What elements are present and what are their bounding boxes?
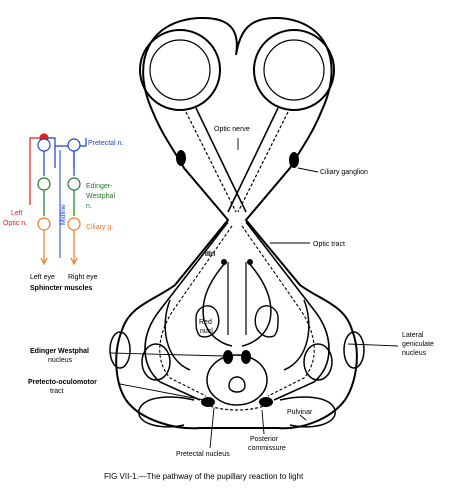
pretectal-nucleus-label: Pretectal nucleus <box>176 451 230 458</box>
inset-edinger-label-3: n. <box>86 203 92 210</box>
inset-sphincter-label: Sphincter muscles <box>30 285 92 292</box>
inset-left-optic-label-2: Optic n. <box>3 220 27 227</box>
pretectal-connection-line <box>48 137 87 168</box>
anatomy-drawing <box>109 16 365 430</box>
right-arrow <box>70 257 78 266</box>
aqueduct <box>228 376 246 393</box>
lgn-left <box>141 343 171 381</box>
third-nerve-left <box>202 261 233 347</box>
pretecto-tract-label-1: Pretecto-oculomotor <box>28 379 97 386</box>
inset-left-optic-label-1: Left <box>11 210 23 217</box>
inset-edinger-label-2: Westphal <box>86 193 115 200</box>
left-optic-tract <box>144 221 229 401</box>
posterior-commissure-label-2: commissure <box>248 445 286 452</box>
pretectal-node-left <box>37 138 51 152</box>
peduncle-left <box>164 299 191 371</box>
ciliary-ganglion-label: Ciliary ganglion <box>320 169 368 176</box>
red-nucleus-right <box>254 305 279 338</box>
eye-outline <box>115 16 358 430</box>
ew-nucleus-label-2: nucleus <box>48 357 73 364</box>
inset-pretectal-label: Pretectal n. <box>88 140 123 147</box>
pretectal-nucleus-left <box>201 397 215 407</box>
ciliary-ganglion-right <box>289 152 299 168</box>
lgn-right <box>303 343 333 381</box>
left-optic-nerve <box>195 107 247 213</box>
ew-node-left <box>37 177 51 191</box>
right-eye-inner <box>263 39 325 101</box>
third-nerve-label: IIIn <box>205 251 215 258</box>
nuclei-dots <box>176 150 299 407</box>
lateral-geniculate-label-1: Lateral <box>402 332 424 339</box>
inset-schematic <box>29 133 87 266</box>
pretectal-node-right <box>67 138 81 152</box>
ciliary-node-left <box>37 217 51 231</box>
peduncle-right <box>283 299 310 371</box>
red-nucleus-label-1: Red <box>199 319 212 326</box>
left-arrow <box>40 257 48 266</box>
pulvinar-label: Pulvinar <box>287 409 313 416</box>
leader-lines <box>109 138 399 449</box>
lateral-geniculate-label-3: nucleus <box>402 350 427 357</box>
tectum <box>206 354 268 406</box>
inset-right-eye-label: Right eye <box>68 274 98 281</box>
right-optic-nerve <box>227 107 279 213</box>
pretecto-tract-label-2: tract <box>50 388 64 395</box>
posterior-commissure <box>205 403 269 411</box>
inset-edinger-label-1: Edinger- <box>86 183 113 190</box>
posterior-commissure-label-1: Posterior <box>250 436 279 443</box>
ciliary-node-right <box>67 217 81 231</box>
right-eye-globe <box>253 29 335 111</box>
left-eye-inner <box>149 39 211 101</box>
pulvinar-right <box>279 396 336 428</box>
ew-nucleus-left <box>223 350 233 364</box>
right-optic-tract <box>245 221 330 401</box>
pulvinar-left <box>138 396 195 428</box>
ew-nucleus-right <box>241 350 251 364</box>
red-nucleus-label-2: nucl. <box>200 328 215 335</box>
pretectal-nucleus-right <box>259 397 273 407</box>
optic-tract-label: Optic tract <box>313 241 345 248</box>
figure-caption: FIG VII-1.—The pathway of the pupillary … <box>104 472 304 481</box>
lateral-geniculate-label-2: geniculate <box>402 341 434 348</box>
red-nucleus-left <box>195 305 220 338</box>
inset-midline-label: Midline <box>60 204 67 225</box>
inset-left-eye-label: Left eye <box>30 274 55 281</box>
third-nerve-right <box>241 261 272 347</box>
left-eye-globe <box>139 29 221 111</box>
ciliary-ganglion-left <box>176 150 186 166</box>
ew-node-right <box>67 177 81 191</box>
left-optic-nerve-line <box>29 137 44 205</box>
ew-nucleus-label-1: Edinger Westphal <box>30 348 89 355</box>
inset-ciliary-label: Ciliary g. <box>86 224 113 231</box>
optic-nerve-label: Optic nerve <box>214 126 250 133</box>
